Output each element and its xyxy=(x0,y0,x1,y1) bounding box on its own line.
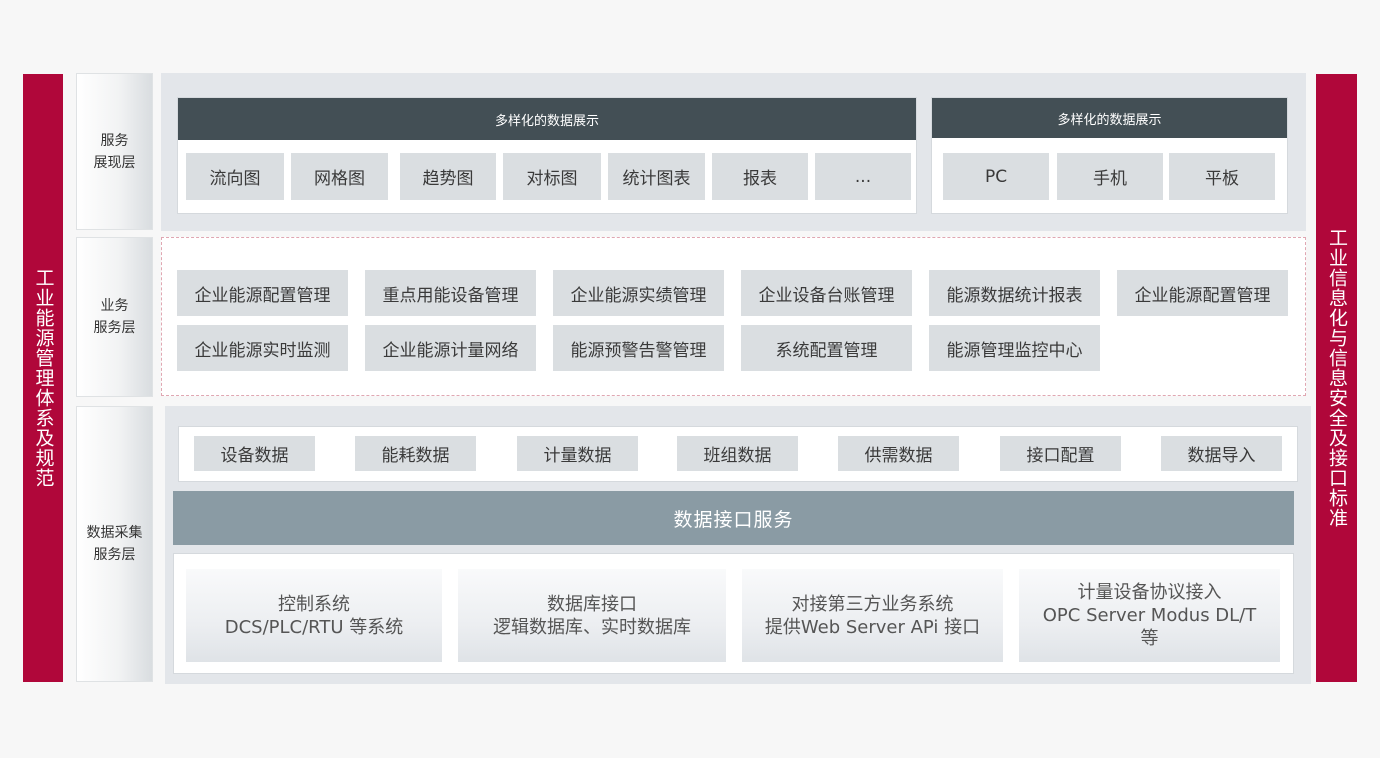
device-item-pc: PC xyxy=(943,153,1049,200)
right-standard-bar: 工业信息化与信息安全及接口标准 xyxy=(1316,74,1357,682)
source-line: OPC Server Modus DL/T xyxy=(1042,605,1257,626)
display-item-statistic-chart: 统计图表 xyxy=(608,153,705,200)
business-item: 重点用能设备管理 xyxy=(365,270,536,316)
layer-label-line: 服务 xyxy=(100,132,129,149)
layer-label-presentation: 服务 展现层 xyxy=(76,73,153,230)
data-item-equipment: 设备数据 xyxy=(194,436,315,471)
source-line: 控制系统 xyxy=(278,593,350,615)
business-layer-panel xyxy=(161,237,1306,396)
device-item-tablet: 平板 xyxy=(1169,153,1275,200)
source-control-system: 控制系统 DCS/PLC/RTU 等系统 xyxy=(186,569,442,662)
source-line: 等 xyxy=(1140,628,1159,649)
business-item: 企业能源配置管理 xyxy=(177,270,348,316)
source-metering-protocol: 计量设备协议接入 OPC Server Modus DL/T 等 xyxy=(1019,569,1280,662)
layer-label-line: 业务 xyxy=(100,298,129,314)
source-line: 对接第三方业务系统 xyxy=(791,593,954,615)
left-standard-label: 工业能源管理体系及规范 xyxy=(32,268,55,488)
business-item: 企业能源配置管理 xyxy=(1117,270,1288,316)
layer-label-business: 业务 服务层 xyxy=(76,237,153,397)
business-item: 能源管理监控中心 xyxy=(929,325,1100,371)
source-database-interface: 数据库接口 逻辑数据库、实时数据库 xyxy=(458,569,726,662)
presentation-group-2-title: 多样化的数据展示 xyxy=(932,98,1287,138)
source-line: 数据库接口 xyxy=(547,593,637,615)
data-item-import: 数据导入 xyxy=(1161,436,1282,471)
data-item-interface-config: 接口配置 xyxy=(1000,436,1121,471)
data-item-shift: 班组数据 xyxy=(677,436,798,471)
left-standard-bar: 工业能源管理体系及规范 xyxy=(23,74,63,682)
business-item: 能源预警告警管理 xyxy=(553,325,724,371)
layer-label-line: 数据采集 xyxy=(86,525,143,541)
data-item-supply-demand: 供需数据 xyxy=(838,436,959,471)
layer-label-line: 展现层 xyxy=(93,154,136,171)
business-item: 企业设备台账管理 xyxy=(741,270,912,316)
display-item-report: 报表 xyxy=(712,153,808,200)
device-item-phone: 手机 xyxy=(1057,153,1163,200)
display-item-benchmark-chart: 对标图 xyxy=(503,153,601,200)
source-line: DCS/PLC/RTU 等系统 xyxy=(224,616,404,638)
business-item: 能源数据统计报表 xyxy=(929,270,1100,316)
display-item-flow-chart: 流向图 xyxy=(186,153,284,200)
data-item-energy: 能耗数据 xyxy=(355,436,476,471)
data-item-metering: 计量数据 xyxy=(517,436,638,471)
layer-label-line: 服务层 xyxy=(93,320,136,336)
display-item-grid-chart: 网格图 xyxy=(291,153,388,200)
source-line: 逻辑数据库、实时数据库 xyxy=(493,616,691,638)
business-item: 企业能源计量网络 xyxy=(365,325,536,371)
business-item: 系统配置管理 xyxy=(741,325,912,371)
right-standard-label: 工业信息化与信息安全及接口标准 xyxy=(1326,228,1348,528)
display-item-more: ... xyxy=(815,153,911,200)
display-item-trend-chart: 趋势图 xyxy=(400,153,496,200)
data-interface-service-bar: 数据接口服务 xyxy=(173,491,1294,545)
layer-label-line: 服务层 xyxy=(93,547,136,563)
source-line: 计量设备协议接入 xyxy=(1077,582,1222,603)
source-line: 提供Web Server APi 接口 xyxy=(764,616,981,638)
business-item: 企业能源实绩管理 xyxy=(553,270,724,316)
business-item: 企业能源实时监测 xyxy=(177,325,348,371)
source-third-party: 对接第三方业务系统 提供Web Server APi 接口 xyxy=(742,569,1003,662)
presentation-group-1-title: 多样化的数据展示 xyxy=(178,98,916,140)
layer-label-collection: 数据采集 服务层 xyxy=(76,406,153,682)
